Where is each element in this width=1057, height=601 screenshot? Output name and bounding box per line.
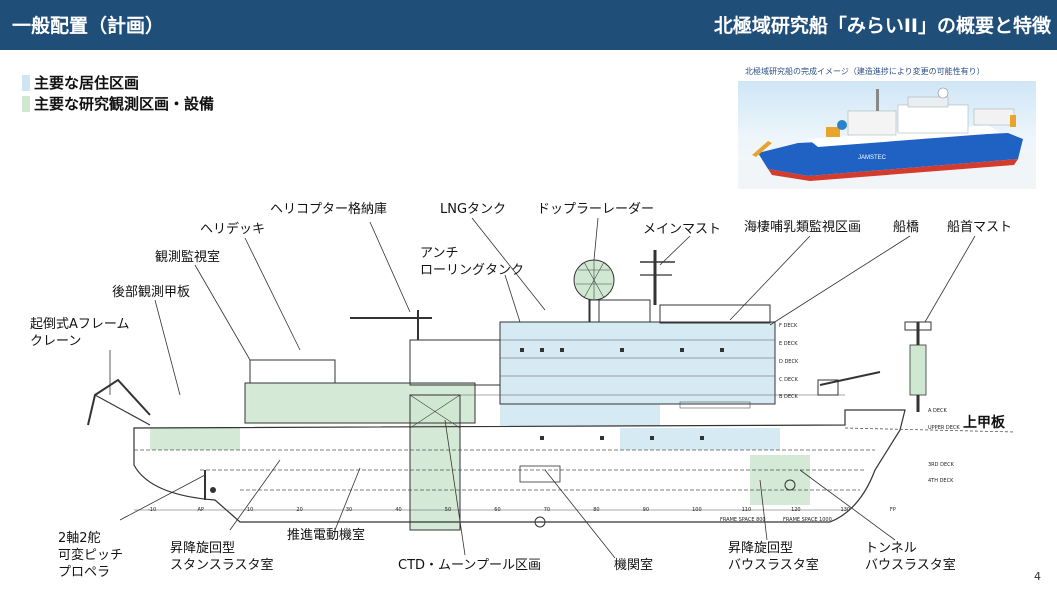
label-stern-thruster-line2: スタンスラスタ室 xyxy=(170,558,274,573)
label-prop-line2: 可変ピッチ xyxy=(58,548,124,563)
deck-label-e: E DECK xyxy=(779,341,798,347)
living-zone-forward xyxy=(500,322,660,426)
deck-label-f: F DECK xyxy=(779,323,798,329)
frame-tick-label: 30 xyxy=(345,507,353,513)
deck-label-a: A DECK xyxy=(928,408,947,414)
page-number: 4 xyxy=(1034,570,1041,583)
frame-tick-label: 90 xyxy=(642,507,650,513)
slide-title: 一般配置（計画） xyxy=(12,15,165,37)
slide-header: 一般配置（計画） 北極域研究船「みらいII」の概要と特徴 xyxy=(0,0,1057,50)
render-caption: 北極域研究船の完成イメージ（建造進捗により変更の可能性有り） xyxy=(745,67,985,76)
frame-tick-label: 60 xyxy=(494,507,501,513)
frame-tick-label: 110 xyxy=(741,507,752,513)
deck-label-4th: 4TH DECK xyxy=(928,478,954,484)
frame-tick-label: 130 xyxy=(840,507,851,513)
label-bow-thruster-line1: 昇降旋回型 xyxy=(728,541,794,556)
deck-label-3rd: 3RD DECK xyxy=(928,462,954,468)
label-antiroll-line2: ローリングタンク xyxy=(420,263,525,278)
ship-render-image: JAMSTEC xyxy=(738,81,1036,189)
label-bow-thruster-line2: バウスラスタ室 xyxy=(728,558,819,573)
label-tunnel-line1: トンネル xyxy=(865,541,917,556)
label-bridge: 船橋 xyxy=(893,220,920,235)
svg-text:JAMSTEC: JAMSTEC xyxy=(858,155,887,161)
research-zone-stern xyxy=(150,428,240,450)
label-hangar: ヘリコプター格納庫 xyxy=(270,202,388,217)
deck-label-c: C DECK xyxy=(779,377,798,383)
legend-swatch-living xyxy=(22,75,30,91)
frame-tick-label: 70 xyxy=(543,507,551,513)
deck-label-upper: UPPER DECK xyxy=(928,425,960,431)
legend-item-research: 主要な研究観測区画・設備 xyxy=(22,93,214,114)
frame-tick-label: FP xyxy=(890,507,896,513)
label-prop-line1: 2軸2舵 xyxy=(58,531,101,546)
frame-space-1000: FRAME SPACE 1000 xyxy=(783,517,832,523)
hull-outline xyxy=(133,409,906,523)
frame-tick-label: 120 xyxy=(791,507,801,513)
label-upper-deck: 上甲板 xyxy=(963,415,1005,431)
frame-tick-label: 40 xyxy=(395,507,402,513)
label-stern-thruster-line1: 昇降旋回型 xyxy=(170,541,236,556)
living-zone-bridge xyxy=(660,322,775,404)
label-doppler-radar: ドップラーレーダー xyxy=(537,202,655,217)
label-motor-room: 推進電動機室 xyxy=(287,528,366,543)
label-heli-deck: ヘリデッキ xyxy=(200,222,266,237)
legend-swatch-research xyxy=(22,96,30,112)
legend-item-living: 主要な居住区画 xyxy=(22,72,139,93)
frame-tick-label: 10 xyxy=(246,507,254,513)
label-tunnel-line2: バウスラスタ室 xyxy=(865,558,956,573)
deck-label-d: D DECK xyxy=(779,359,799,365)
label-ctd-moonpool: CTD・ムーンプール区画 xyxy=(398,558,541,573)
label-prop-line3: プロペラ xyxy=(58,565,111,580)
frame-tick-label: 100 xyxy=(692,507,702,513)
deck-label-b: B DECK xyxy=(779,394,798,400)
frame-tick-label: -10 xyxy=(148,507,157,513)
label-engine-room: 機関室 xyxy=(614,558,654,573)
frame-tick-label: 80 xyxy=(593,507,600,513)
label-marine-mammal: 海棲哺乳類監視区画 xyxy=(744,220,862,235)
label-aframe-line2: クレーン xyxy=(30,334,82,349)
label-lng-tank: LNGタンク xyxy=(440,202,507,217)
frame-tick-label: AP xyxy=(197,507,204,513)
frame-tick-label: 50 xyxy=(444,507,452,513)
label-antiroll-line1: アンチ xyxy=(420,246,459,261)
label-aframe-line1: 起倒式Aフレーム xyxy=(30,317,130,332)
label-aft-deck: 後部観測甲板 xyxy=(112,285,191,300)
slide-subtitle: 北極域研究船「みらいII」の概要と特徴 xyxy=(713,15,1051,37)
ship-render-drawing: JAMSTEC xyxy=(738,87,1036,189)
label-bow-mast: 船首マスト xyxy=(947,220,1013,235)
label-observation-room: 観測監視室 xyxy=(155,250,221,265)
research-zone-bow xyxy=(750,455,810,505)
frame-tick-label: 20 xyxy=(296,507,303,513)
label-main-mast: メインマスト xyxy=(643,222,722,237)
frame-space-800: FRAME SPACE 800 xyxy=(720,517,766,523)
